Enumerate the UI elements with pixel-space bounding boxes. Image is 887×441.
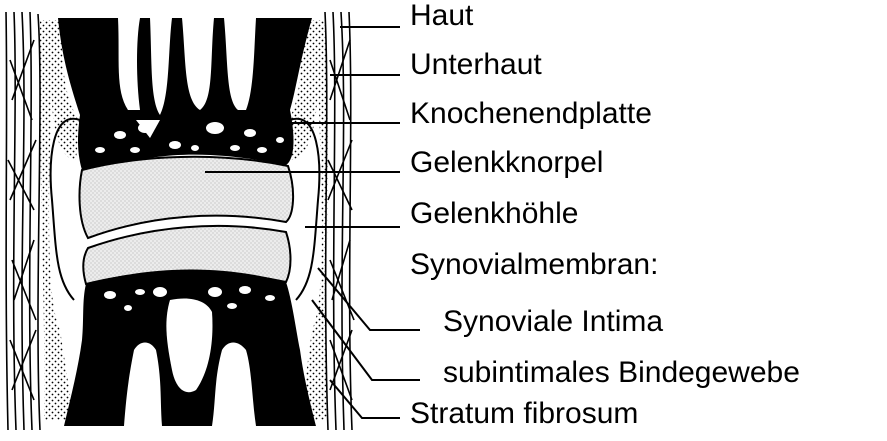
label-gelenkknorpel: Gelenkknorpel — [410, 145, 603, 181]
leader-subintimales — [312, 300, 420, 380]
label-subintimales-bindegewebe: subintimales Bindegewebe — [443, 355, 800, 391]
label-haut: Haut — [410, 0, 473, 34]
upper-cartilage — [80, 157, 294, 238]
skin-left — [6, 12, 40, 430]
label-gelenkhoehle: Gelenkhöhle — [410, 196, 578, 232]
label-synovialmembran: Synovialmembran: — [410, 247, 658, 283]
upper-bone — [58, 18, 312, 170]
label-synoviale-intima: Synoviale Intima — [443, 304, 663, 340]
label-stratum-fibrosum: Stratum fibrosum — [410, 396, 638, 432]
label-knochenendplatte: Knochenendplatte — [410, 96, 652, 132]
label-unterhaut: Unterhaut — [410, 47, 542, 83]
leader-stratum — [330, 380, 400, 418]
lower-bone — [64, 269, 316, 426]
